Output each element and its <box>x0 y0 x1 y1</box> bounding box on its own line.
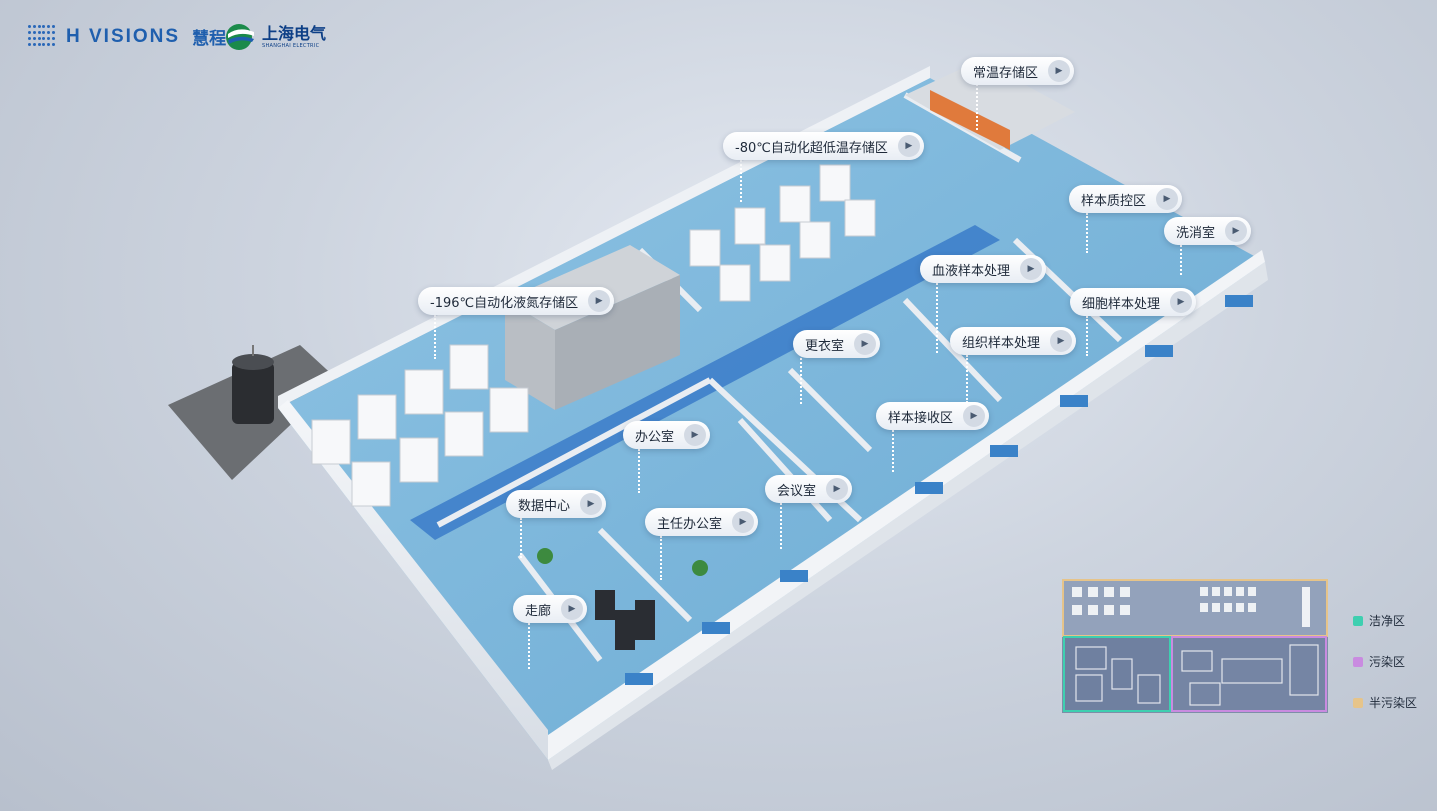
ambient-storage-room <box>905 60 1075 150</box>
play-arrow-icon[interactable]: ▶ <box>684 424 707 446</box>
hvisions-logo-cn: 慧程 <box>192 29 227 49</box>
hvisions-dot-icon <box>28 24 56 49</box>
legend-label: 污染区 <box>1369 655 1406 669</box>
minimap-semi-contaminated-zone <box>1062 579 1328 637</box>
shanghai-electric-icon <box>226 24 254 50</box>
plants <box>537 548 708 576</box>
hvisions-logo: H VISIONS 慧程 <box>28 24 226 49</box>
zone-label-text: 数据中心 <box>518 498 571 514</box>
leader-line <box>936 283 938 353</box>
liquid-nitrogen-tank <box>232 345 274 424</box>
zone-label-cell[interactable]: 细胞样本处理 ▶ <box>1070 288 1197 316</box>
wall-west <box>278 400 548 760</box>
zone-label-text: 走廊 <box>525 603 552 619</box>
play-arrow-icon[interactable]: ▶ <box>1225 220 1248 242</box>
zone-label-text: 细胞样本处理 <box>1082 296 1161 312</box>
leader-line <box>434 315 436 359</box>
zone-label-qc[interactable]: 样本质控区 ▶ <box>1069 185 1183 213</box>
legend-item-contaminated[interactable]: 污染区 <box>1353 641 1417 682</box>
leader-line <box>892 430 894 472</box>
zone-label-text: -196℃自动化液氮存储区 <box>430 295 579 311</box>
shanghai-electric-cn: 上海电气 <box>262 23 327 43</box>
zone-label-office[interactable]: 办公室 ▶ <box>623 421 711 449</box>
leader-line <box>660 536 662 580</box>
zone-label-tissue[interactable]: 组织样本处理 ▶ <box>950 327 1077 355</box>
legend-swatch-contaminated <box>1353 656 1363 667</box>
zone-label-text: 样本质控区 <box>1081 193 1147 209</box>
legend-label: 半污染区 <box>1369 696 1418 710</box>
zone-label-director[interactable]: 主任办公室 ▶ <box>645 508 759 536</box>
zone-label-text: 血液样本处理 <box>932 263 1011 279</box>
play-arrow-icon[interactable]: ▶ <box>897 135 920 157</box>
zone-legend: 洁净区 污染区 半污染区 <box>1353 600 1417 723</box>
floor-slab <box>278 78 1265 760</box>
play-arrow-icon[interactable]: ▶ <box>1170 291 1193 313</box>
zone-label-text: 样本接收区 <box>888 410 954 426</box>
zone-label-blood[interactable]: 血液样本处理 ▶ <box>920 255 1047 283</box>
leader-line <box>740 160 742 202</box>
shanghai-electric-en: SHANGHAI ELECTRIC <box>262 42 320 49</box>
play-arrow-icon[interactable]: ▶ <box>1156 188 1179 210</box>
zone-minimap[interactable] <box>1062 579 1328 713</box>
leader-line <box>800 358 802 404</box>
zone-label-meeting[interactable]: 会议室 ▶ <box>765 475 853 503</box>
play-arrow-icon[interactable]: ▶ <box>561 598 584 620</box>
zone-label-text: 更衣室 <box>805 338 845 354</box>
play-arrow-icon[interactable]: ▶ <box>826 478 849 500</box>
zone-label-corridor[interactable]: 走廊 ▶ <box>513 595 588 623</box>
zone-label-text: 办公室 <box>635 429 675 445</box>
zone-label-changing[interactable]: 更衣室 ▶ <box>793 330 881 358</box>
minimap-clean-zone <box>1063 636 1171 712</box>
wall-south-base <box>548 262 1268 770</box>
play-arrow-icon[interactable]: ▶ <box>963 405 986 427</box>
zone-label-reception[interactable]: 样本接收区 ▶ <box>876 402 990 430</box>
legend-item-semi-contaminated[interactable]: 半污染区 <box>1353 682 1417 723</box>
leader-line <box>780 503 782 549</box>
zone-label-text: 主任办公室 <box>657 516 723 532</box>
server-racks <box>595 590 655 650</box>
shanghai-electric-logo: 上海电气 SHANGHAI ELECTRIC <box>224 22 326 52</box>
zone-label-text: -80℃自动化超低温存储区 <box>735 140 888 156</box>
play-arrow-icon[interactable]: ▶ <box>1020 258 1043 280</box>
zone-label-ln2[interactable]: -196℃自动化液氮存储区 ▶ <box>418 287 615 315</box>
leader-line <box>1086 213 1088 253</box>
leader-line <box>1086 316 1088 356</box>
legend-swatch-clean <box>1353 615 1363 626</box>
play-arrow-icon[interactable]: ▶ <box>1050 330 1073 352</box>
leader-line <box>528 623 530 669</box>
play-arrow-icon[interactable]: ▶ <box>732 511 755 533</box>
zone-label-ambient[interactable]: 常温存储区 ▶ <box>961 57 1075 85</box>
zone-label-wash[interactable]: 洗消室 ▶ <box>1164 217 1252 245</box>
zone-label-text: 会议室 <box>777 483 817 499</box>
play-arrow-icon[interactable]: ▶ <box>854 333 877 355</box>
zone-label-text: 洗消室 <box>1176 225 1216 241</box>
legend-swatch-semi-contaminated <box>1353 697 1363 708</box>
minimap-contaminated-zone <box>1171 636 1327 712</box>
leader-line <box>966 355 968 403</box>
play-arrow-icon[interactable]: ▶ <box>588 290 611 312</box>
south-windows <box>625 295 1253 685</box>
legend-label: 洁净区 <box>1369 614 1406 628</box>
leader-line <box>638 449 640 493</box>
leader-line <box>520 518 522 558</box>
zone-label-datacenter[interactable]: 数据中心 ▶ <box>506 490 607 518</box>
zone-label-ultralow[interactable]: -80℃自动化超低温存储区 ▶ <box>723 132 924 160</box>
hvisions-logo-text: H VISIONS <box>66 25 181 47</box>
zone-label-text: 组织样本处理 <box>962 335 1041 351</box>
legend-item-clean[interactable]: 洁净区 <box>1353 600 1417 641</box>
freezer-units <box>311 164 876 507</box>
leader-line <box>1180 245 1182 275</box>
play-arrow-icon[interactable]: ▶ <box>580 493 603 515</box>
leader-line <box>976 84 978 130</box>
zone-label-text: 常温存储区 <box>973 65 1039 81</box>
play-arrow-icon[interactable]: ▶ <box>1048 60 1071 82</box>
